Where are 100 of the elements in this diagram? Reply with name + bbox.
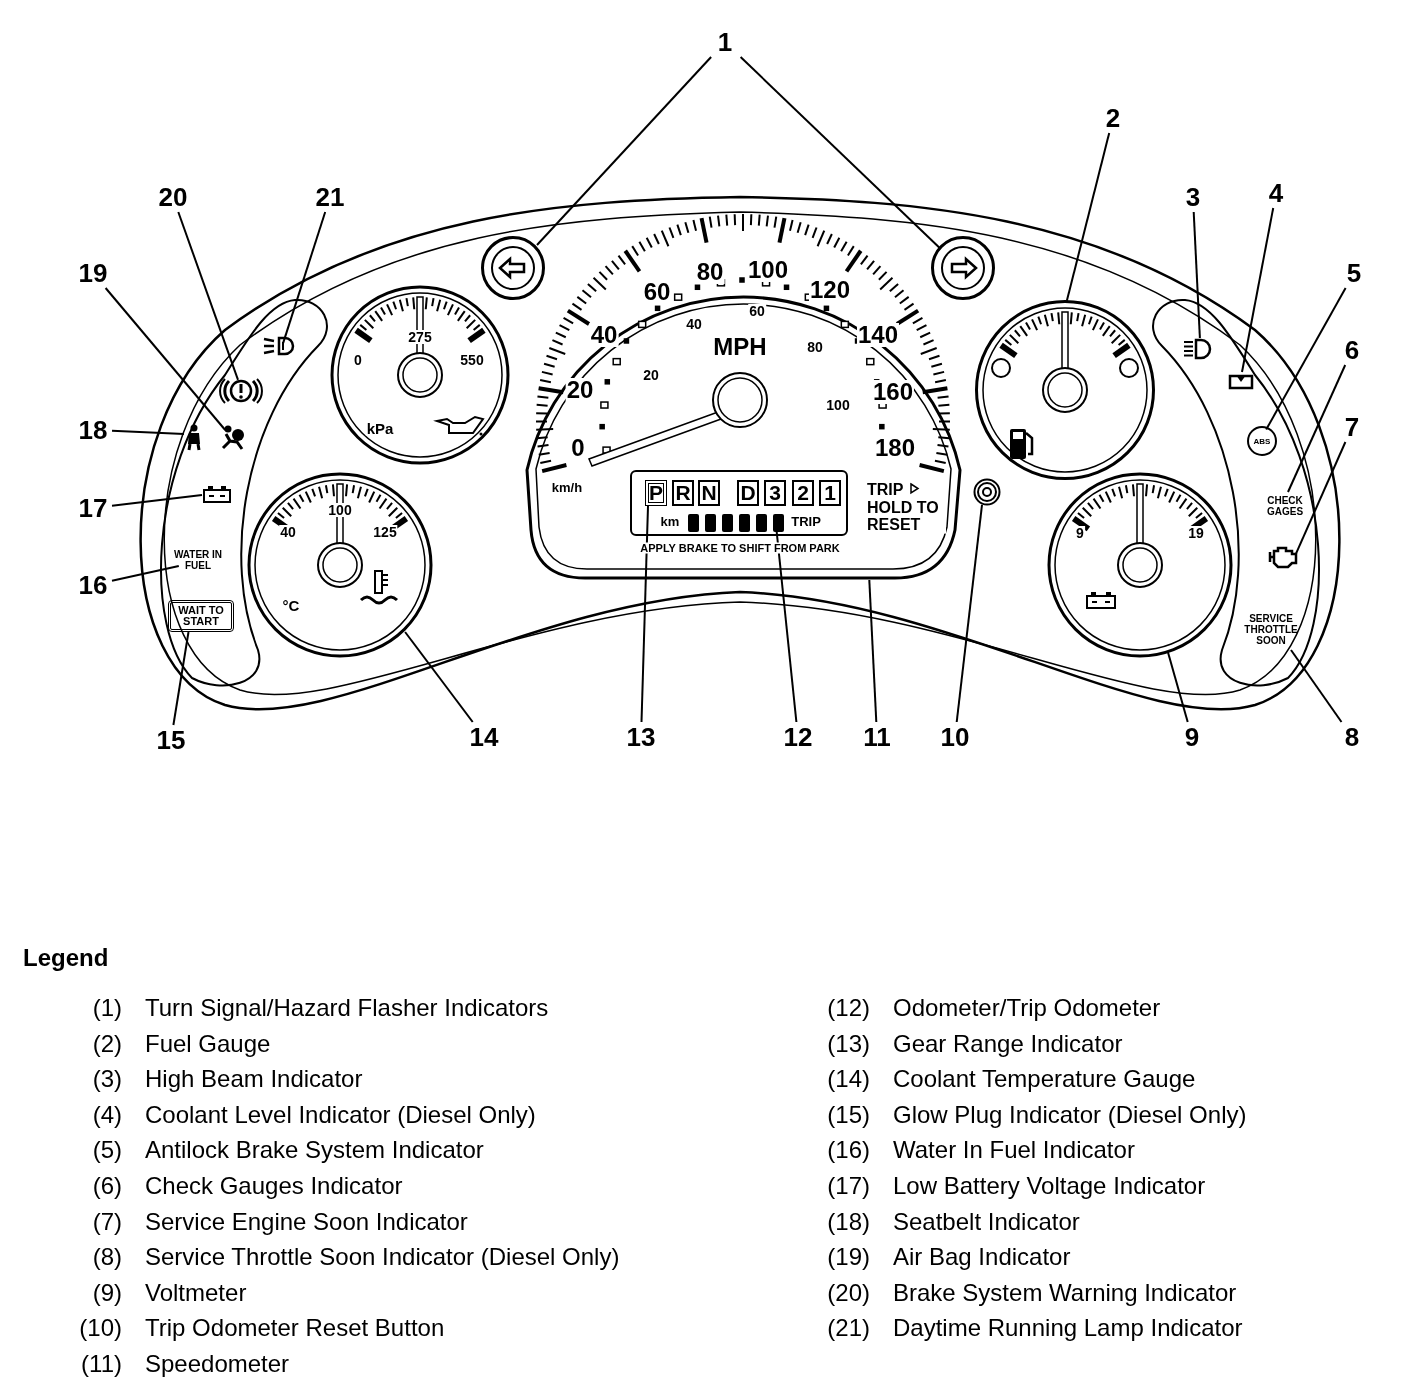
leader-line (868, 579, 878, 723)
callout-number: 15 (152, 725, 190, 755)
legend-number: (8) (92, 1243, 122, 1272)
legend-number: (9) (92, 1278, 122, 1307)
metric-number: 80 (806, 340, 824, 354)
unit-label: km/h (550, 480, 584, 494)
legend-text: Service Throttle Soon Indicator (Diesel Only) (145, 1243, 620, 1272)
speed-number: 40 (589, 323, 619, 347)
callout-number: 21 (311, 182, 349, 212)
reset-instruction: TRIP HOLD TO RESET (866, 480, 946, 534)
legend-number: (5) (92, 1136, 122, 1165)
display-label: TRIP (790, 514, 822, 528)
legend-number: (20) (827, 1278, 870, 1307)
legend-number: (11) (81, 1350, 122, 1378)
leader-line (1265, 287, 1347, 431)
leader-line (282, 211, 327, 344)
gear-letter: P (645, 480, 667, 506)
leader-line (955, 503, 983, 723)
leader-line (640, 505, 649, 723)
gear-letter: D (737, 480, 759, 506)
callout-number: 9 (1173, 722, 1211, 752)
legend-number: (19) (827, 1243, 870, 1272)
callout-number: 16 (74, 570, 112, 600)
scale-number: 19 (1187, 526, 1205, 540)
legend-text: Voltmeter (145, 1278, 247, 1307)
scale-number: 40 (279, 525, 297, 539)
legend-text: Seatbelt Indicator (893, 1207, 1080, 1236)
display-panel (630, 470, 848, 536)
leader-line (1287, 364, 1347, 493)
callout-number: 3 (1174, 182, 1212, 212)
gear-letter: 1 (819, 480, 841, 506)
legend-number: (6) (92, 1172, 122, 1200)
callout-number: 7 (1333, 412, 1371, 442)
legend-number: (15) (827, 1100, 870, 1129)
legend-text: Gear Range Indicator (893, 1029, 1123, 1058)
legend-text: Low Battery Voltage Indicator (893, 1172, 1206, 1200)
abs-warning-lamp: ABS (1247, 426, 1277, 456)
callout-number: 2 (1094, 103, 1132, 133)
legend-number: (21) (827, 1314, 870, 1343)
callout-number: 1 (706, 27, 744, 57)
indicator-label: WATER IN FUEL (168, 540, 228, 580)
indicator-label: SERVICE THROTTLE SOON (1234, 608, 1308, 650)
legend-number: (18) (827, 1207, 870, 1236)
scale-number: 550 (459, 353, 485, 367)
legend-number: (7) (92, 1207, 122, 1236)
legend-number: (13) (827, 1029, 870, 1058)
leader-line (404, 631, 474, 723)
legend-text: Coolant Level Indicator (Diesel Only) (145, 1100, 536, 1129)
callout-number: 12 (779, 722, 817, 752)
speed-number: 140 (857, 323, 899, 347)
callout-number: 5 (1335, 258, 1373, 288)
legend-number: (17) (827, 1172, 870, 1200)
legend-number: (2) (92, 1029, 122, 1058)
leader-line (104, 287, 227, 431)
legend-text: Daytime Running Lamp Indicator (893, 1314, 1243, 1343)
gear-letter: R (672, 480, 694, 506)
scale-number: 125 (372, 525, 398, 539)
leader-line (111, 429, 185, 435)
unit-label: °C (281, 597, 301, 613)
speed-number: 160 (872, 380, 914, 404)
legend-text: Brake System Warning Indicator (893, 1278, 1237, 1307)
legend-text: Odometer/Trip Odometer (893, 994, 1161, 1022)
leader-line (1290, 649, 1343, 723)
legend-text: Fuel Gauge (145, 1029, 271, 1058)
leader-line (1166, 651, 1189, 723)
leader-line (536, 56, 713, 246)
leader-line (775, 530, 798, 723)
legend-number: (1) (92, 994, 122, 1022)
scale-number: 100 (327, 503, 353, 517)
callout-number: 13 (622, 722, 660, 752)
callout-number: 14 (465, 722, 503, 752)
leader-line (111, 494, 203, 507)
speed-number: 120 (809, 278, 851, 302)
leader-line (1294, 441, 1347, 555)
metric-number: 100 (825, 398, 851, 412)
metric-number: 20 (642, 368, 660, 382)
leader-line (1065, 132, 1111, 303)
legend-text: Trip Odometer Reset Button (145, 1314, 445, 1343)
display-label: km (659, 514, 681, 528)
legend-text: Air Bag Indicator (893, 1243, 1071, 1272)
legend-number: (14) (827, 1065, 870, 1094)
legend-number: (3) (92, 1065, 122, 1094)
legend-number: (4) (92, 1100, 122, 1129)
legend-number: (16) (827, 1136, 870, 1165)
scale-number: 275 (407, 330, 433, 344)
legend-text: High Beam Indicator (145, 1065, 363, 1094)
warning-lamp-label: WAIT TO START (168, 600, 234, 632)
legend-text: Water In Fuel Indicator (893, 1136, 1135, 1165)
metric-number: 60 (748, 304, 766, 318)
leader-line (739, 56, 941, 250)
scale-number: 9 (1075, 526, 1085, 540)
legend-title: Legend (23, 944, 109, 972)
leader-line (111, 565, 180, 582)
legend-number: (12) (827, 994, 870, 1022)
callout-number: 10 (936, 722, 974, 752)
callout-number: 17 (74, 493, 112, 523)
gear-letter: 2 (792, 480, 814, 506)
legend-text: Service Engine Soon Indicator (145, 1207, 468, 1236)
callout-number: 19 (74, 258, 112, 288)
legend-text: Turn Signal/Hazard Flasher Indicators (145, 994, 549, 1022)
